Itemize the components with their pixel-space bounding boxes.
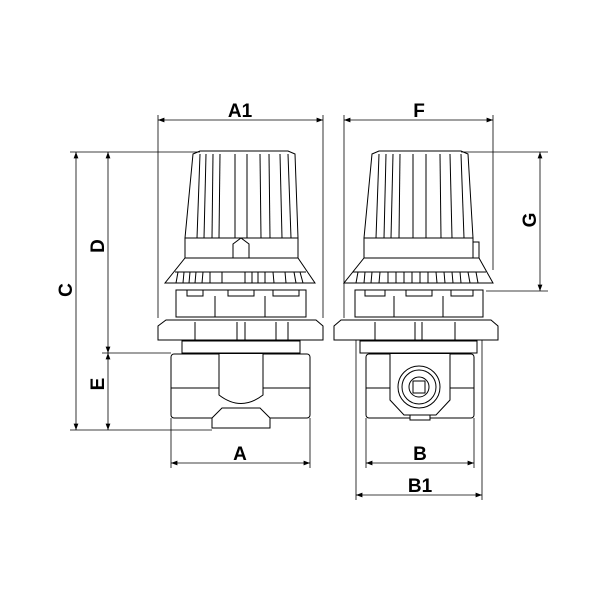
label-F: F — [413, 101, 425, 122]
front-view — [157, 150, 324, 429]
label-A: A — [233, 444, 247, 465]
dimension-labels: A1 F C D E G A B B1 — [56, 101, 541, 497]
label-B: B — [413, 444, 427, 465]
dimension-lines — [70, 115, 548, 500]
scale-ticks — [175, 271, 304, 284]
label-G: G — [520, 213, 541, 228]
label-C: C — [56, 283, 77, 297]
label-B1: B1 — [408, 476, 433, 497]
side-view — [333, 150, 499, 421]
label-A1: A1 — [228, 101, 253, 122]
label-D: D — [88, 239, 109, 253]
label-E: E — [88, 378, 109, 391]
